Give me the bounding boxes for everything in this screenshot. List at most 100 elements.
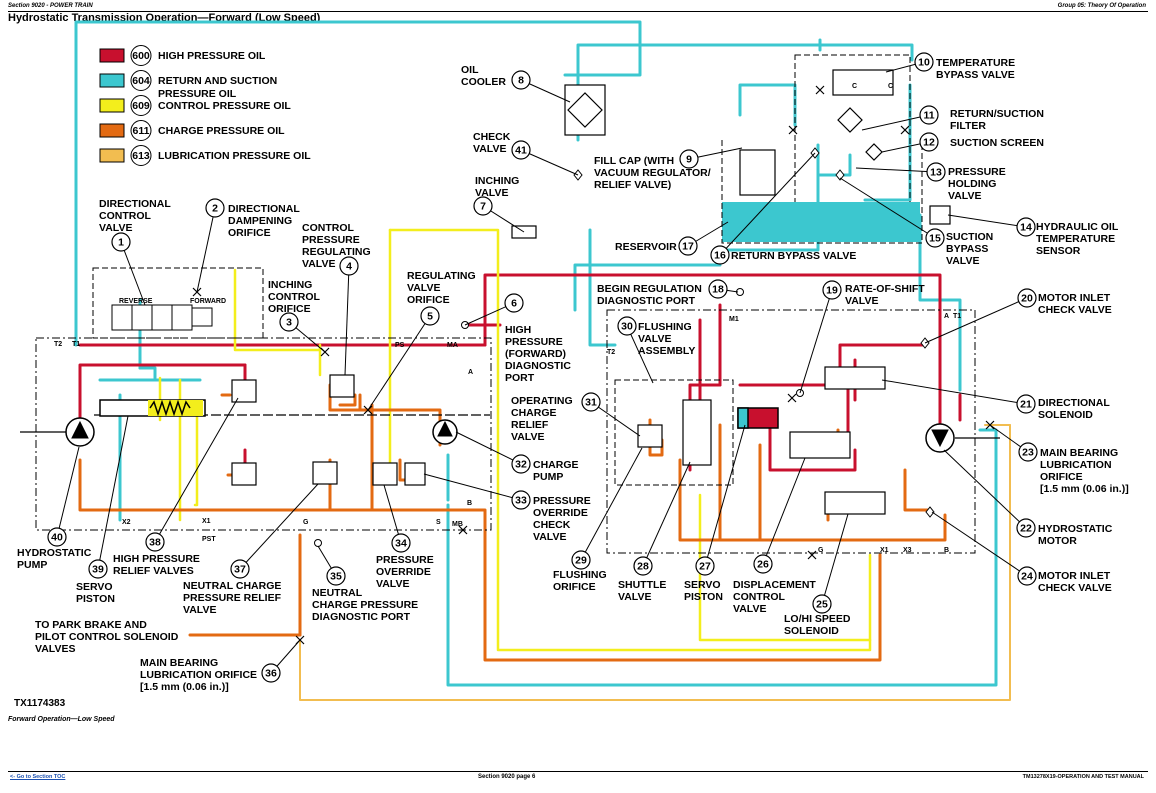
- callout-label: BYPASS: [946, 243, 988, 255]
- legend-swatch: [99, 73, 125, 88]
- callout-label: SOLENOID: [784, 625, 839, 637]
- callout-leader: [423, 473, 522, 501]
- callout-label: BEGIN REGULATION: [597, 283, 702, 295]
- port-label: REVERSE: [119, 298, 153, 305]
- callout-leader: [799, 289, 833, 394]
- port-label: T2: [607, 349, 615, 356]
- callout-number-circle: [230, 559, 250, 579]
- pipe-segment: [563, 33, 642, 77]
- callout-number: 24: [1021, 571, 1033, 583]
- figure-caption: Forward Operation—Low Speed: [8, 716, 115, 723]
- callout-number: 8: [518, 75, 524, 87]
- port-label: G: [303, 519, 309, 526]
- callout-label: DIRECTIONAL: [228, 203, 300, 215]
- callout-label: PUMP: [533, 471, 563, 483]
- callout-number-circle: [1016, 518, 1036, 538]
- callout-label: VALVE: [407, 282, 440, 294]
- legend-number: 613: [132, 150, 150, 162]
- callout-label: SENSOR: [1036, 245, 1081, 257]
- port-label: T2: [54, 341, 62, 348]
- temperature-bypass-valve: [832, 69, 894, 96]
- callout-leader: [861, 114, 930, 131]
- header-group: Group 05: Theory Of Operation: [1057, 3, 1146, 9]
- legend-swatch: [99, 98, 125, 113]
- callout-label: LUBRICATION ORIFICE: [140, 669, 257, 681]
- callout-label: VALVE: [99, 222, 132, 234]
- callout-label: SOLENOID: [1038, 409, 1093, 421]
- high-pressure-relief-valve-upper: [231, 379, 257, 403]
- callout-label: RELIEF VALVES: [113, 565, 194, 577]
- callout-label: VALVE: [511, 431, 544, 443]
- callout-label: CONTROL: [99, 210, 151, 222]
- callout-label: LUBRICATION: [1040, 459, 1112, 471]
- callout-number-circle: [1016, 394, 1036, 414]
- callout-number-circle: [678, 236, 698, 256]
- callout-number: 19: [826, 285, 838, 297]
- callout-number: 18: [712, 284, 724, 296]
- callout-number: 16: [714, 250, 726, 262]
- callout-number-circle: [919, 132, 939, 152]
- callout-number-circle: [88, 559, 108, 579]
- pipe-segment: [768, 418, 857, 472]
- port-label: FORWARD: [190, 298, 226, 305]
- legend-swatch: [99, 48, 125, 63]
- callout-label: DIAGNOSTIC: [505, 360, 571, 372]
- callout-number: 6: [511, 298, 517, 310]
- callout-number: 41: [515, 145, 527, 157]
- port-label: X1: [202, 518, 211, 525]
- callout-label: (FORWARD): [505, 348, 566, 360]
- neutral-charge-pressure-relief-valve: [312, 461, 338, 485]
- callout-label: VALVE: [733, 603, 766, 615]
- callout-label: SERVO: [684, 579, 721, 591]
- callout-label: PUMP: [17, 559, 47, 571]
- callout-number: 31: [585, 397, 597, 409]
- callout-number-circle: [145, 532, 165, 552]
- callout-label: TEMPERATURE: [1036, 233, 1115, 245]
- callout-label: CHARGE: [511, 407, 557, 419]
- directional-solenoid-valve: [824, 366, 886, 390]
- hydrostatic-motor-arrow: [931, 429, 949, 448]
- callout-label: PRESSURE: [302, 234, 360, 246]
- pipe-segment: [78, 363, 247, 442]
- callout-leader: [821, 513, 849, 605]
- callout-number-circle: [326, 566, 346, 586]
- callout-label: VALVE: [183, 604, 216, 616]
- legend-swatch: [99, 148, 125, 163]
- callout-number-circle: [708, 279, 728, 299]
- callout-number-circle: [47, 527, 67, 547]
- callout-number: 32: [515, 459, 527, 471]
- legend-swatch: [99, 123, 125, 138]
- callout-leader: [520, 149, 579, 176]
- callout-label: HOLDING: [948, 178, 996, 190]
- callout-label: VALVE: [946, 255, 979, 267]
- shuttle-valve: [682, 399, 712, 466]
- motor-servo-piston-cap: [737, 407, 749, 429]
- callout-number-circle: [710, 245, 730, 265]
- callout-number-circle: [919, 105, 939, 125]
- callout-label: VALVE: [948, 190, 981, 202]
- callout-leader: [931, 511, 1028, 577]
- figure-id: TX1174383: [14, 698, 66, 709]
- section-toc-link[interactable]: <- Go to Section TOC: [10, 774, 66, 780]
- callout-leader: [97, 415, 129, 570]
- pipe-segment: [74, 20, 642, 347]
- footer-page: Section 9020 page 6: [478, 774, 536, 780]
- callout-label: PRESSURE: [376, 554, 434, 566]
- fill-cap-relief-valve: [739, 149, 776, 196]
- callout-label: NEUTRAL: [312, 587, 363, 599]
- charge-pump-arrow: [437, 420, 453, 437]
- callout-leader: [719, 152, 816, 256]
